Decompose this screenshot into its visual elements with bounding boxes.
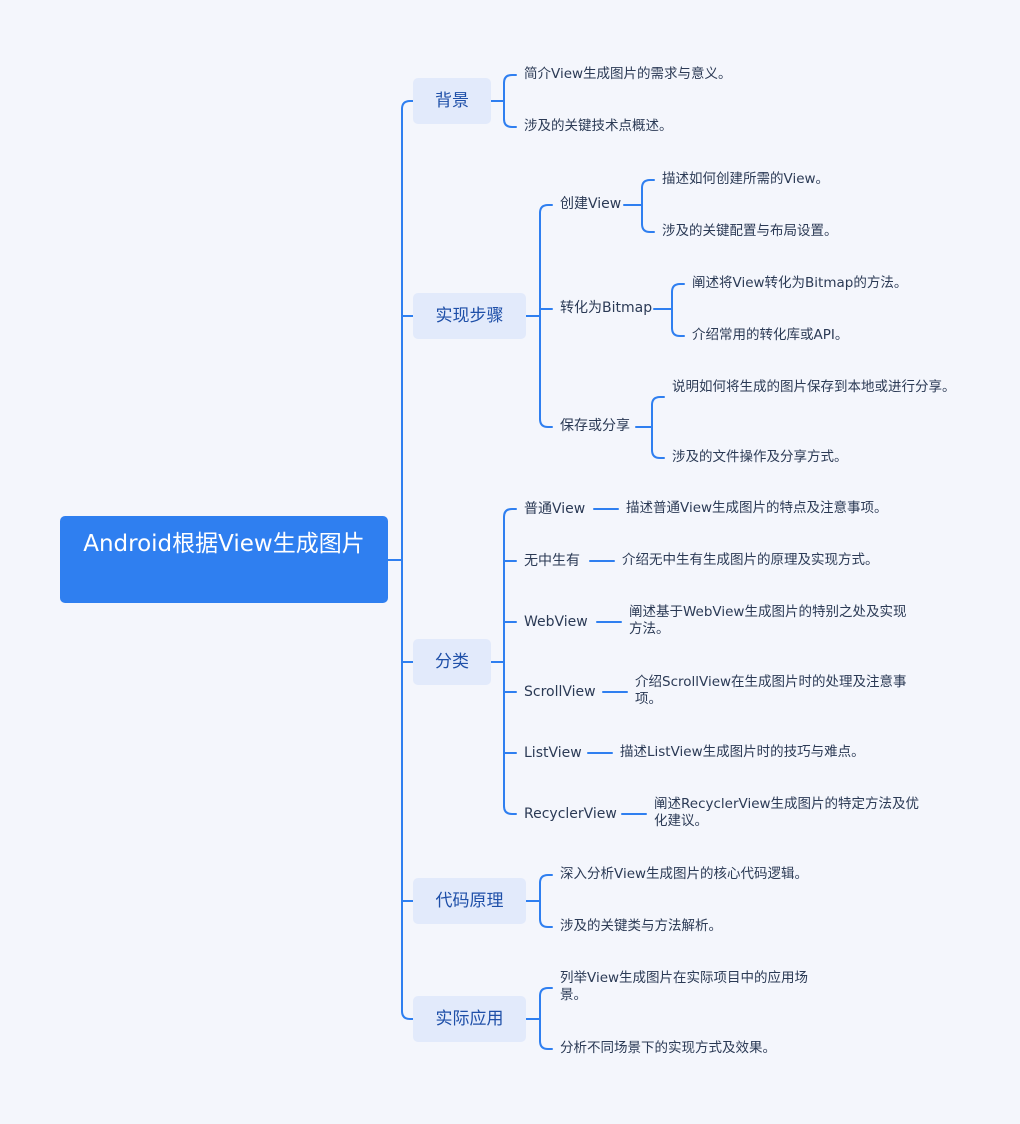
leaf-text: 阐述RecyclerView生成图片的特定方法及优化建议。 (654, 796, 920, 829)
connector-line (671, 283, 685, 293)
connector-line (539, 204, 553, 214)
connector-line (671, 327, 685, 337)
leaf-text: 分析不同场景下的实现方式及效果。 (560, 1040, 776, 1056)
branch-label: 实际应用 (435, 1009, 504, 1029)
branch-implementation-steps: 实现步骤 (413, 293, 526, 339)
subnode-listview: ListView (524, 745, 582, 761)
branch-label: 实现步骤 (435, 306, 504, 326)
connector-line (503, 118, 517, 128)
connector-line (539, 987, 553, 997)
leaf-text: 说明如何将生成的图片保存到本地或进行分享。 (672, 379, 956, 395)
subnode-to-bitmap: 转化为Bitmap (560, 300, 653, 316)
connector-line (539, 918, 553, 928)
branch-classification: 分类 (413, 639, 491, 685)
connector-line (503, 508, 517, 518)
leaf-text: 深入分析View生成图片的核心代码逻辑。 (560, 866, 809, 882)
leaf-text: 涉及的关键类与方法解析。 (560, 918, 722, 934)
subnode-save-or-share: 保存或分享 (560, 418, 630, 434)
leaf-text: 阐述将View转化为Bitmap的方法。 (692, 275, 908, 291)
connector-line (651, 449, 665, 459)
leaf-text: 列举View生成图片在实际项目中的应用场景。 (560, 970, 809, 1003)
connector-line (651, 396, 665, 406)
leaf-text: 描述如何创建所需的View。 (662, 171, 830, 187)
branch-code-principle: 代码原理 (413, 878, 526, 924)
subnode-normal-view: 普通View (524, 501, 586, 517)
branch-label: 背景 (435, 91, 469, 111)
leaf-text: 阐述基于WebView生成图片的特别之处及实现方法。 (629, 604, 907, 637)
branch-background: 背景 (413, 78, 491, 124)
leaf-text: 描述普通View生成图片的特点及注意事项。 (626, 500, 888, 516)
leaf-text: 涉及的关键配置与布局设置。 (662, 223, 838, 239)
root-title: Android根据View生成图片 (83, 531, 365, 557)
leaf-text: 介绍常用的转化库或API。 (692, 327, 849, 343)
subnode-create-view: 创建View (560, 196, 622, 212)
subnode-recyclerview: RecyclerView (524, 806, 617, 822)
connector-line (641, 223, 655, 233)
subnode-webview: WebView (524, 614, 588, 630)
leaf-text: 介绍无中生有生成图片的原理及实现方式。 (622, 552, 879, 568)
leaf-text: 介绍ScrollView在生成图片时的处理及注意事项。 (635, 674, 907, 707)
branch-practical-application: 实际应用 (413, 996, 526, 1042)
subnode-scrollview: ScrollView (524, 684, 596, 700)
branch-label: 代码原理 (435, 891, 504, 911)
connector-line (503, 805, 517, 815)
connector-line (539, 418, 553, 428)
leaf-text: 描述ListView生成图片时的技巧与难点。 (620, 744, 865, 760)
connector-line (401, 1010, 414, 1020)
branch-label: 分类 (435, 652, 469, 672)
connector-line (503, 74, 517, 84)
connector-line (641, 179, 655, 189)
connector-line (539, 874, 553, 884)
leaf-text: 涉及的关键技术点概述。 (524, 118, 673, 134)
leaf-text: 涉及的文件操作及分享方式。 (672, 449, 848, 465)
connector-line (401, 100, 414, 110)
leaf-text: 简介View生成图片的需求与意义。 (524, 66, 732, 82)
subnode-from-nothing: 无中生有 (524, 553, 580, 569)
connector-line (539, 1040, 553, 1050)
root-node: Android根据View生成图片 (60, 516, 388, 603)
